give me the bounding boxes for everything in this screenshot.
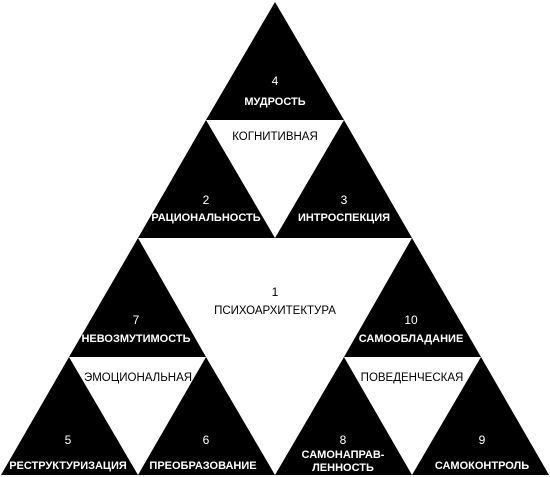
triangle-self-direction (275, 357, 412, 475)
behavioral-label: ПОВЕДЕНЧЕСКАЯ (361, 372, 464, 384)
psychoarchitecture-number: 1 (272, 285, 279, 299)
psychoarchitecture-name: ПСИХОАРХИТЕКТУРА (214, 305, 336, 317)
self-control-name: САМОКОНТРОЛЬ (435, 460, 529, 472)
triangle-transformation (138, 357, 275, 475)
triangle-wisdom (206, 2, 344, 120)
triangle-equanimity (69, 238, 206, 357)
wisdom-number: 4 (272, 74, 279, 88)
restructuring-name: РЕСТРУКТУРИЗАЦИЯ (9, 460, 127, 472)
transformation-number: 6 (203, 433, 210, 447)
emotional-label: ЭМОЦИОНАЛЬНАЯ (84, 372, 192, 384)
triangle-self-control (412, 357, 549, 475)
introspection-number: 3 (341, 193, 348, 207)
self-possession-number: 10 (404, 313, 418, 327)
triangle-rationality (138, 120, 275, 238)
triangle-introspection (275, 120, 412, 238)
rationality-name: РАЦИОНАЛЬНОСТЬ (151, 212, 260, 224)
self-direction-name-line1: САМОНАПРАВ- (302, 449, 385, 461)
introspection-name: ИНТРОСПЕКЦИЯ (298, 212, 390, 224)
self-direction-number: 8 (340, 433, 347, 447)
equanimity-number: 7 (133, 313, 140, 327)
rationality-number: 2 (203, 193, 210, 207)
transformation-name: ПРЕОБРАЗОВАНИЕ (149, 460, 256, 472)
equanimity-name: НЕВОЗМУТИМОСТЬ (81, 333, 190, 345)
self-direction-name-line2: ЛЕННОСТЬ (312, 462, 374, 474)
triangle-restructuring (1, 357, 138, 475)
restructuring-number: 5 (65, 433, 72, 447)
self-control-number: 9 (479, 433, 486, 447)
triangle-self-possession (344, 238, 481, 357)
wisdom-name: МУДРОСТЬ (244, 96, 305, 108)
self-possession-name: САМООБЛАДАНИЕ (359, 333, 464, 345)
cognitive-label: КОГНИТИВНАЯ (232, 131, 318, 143)
